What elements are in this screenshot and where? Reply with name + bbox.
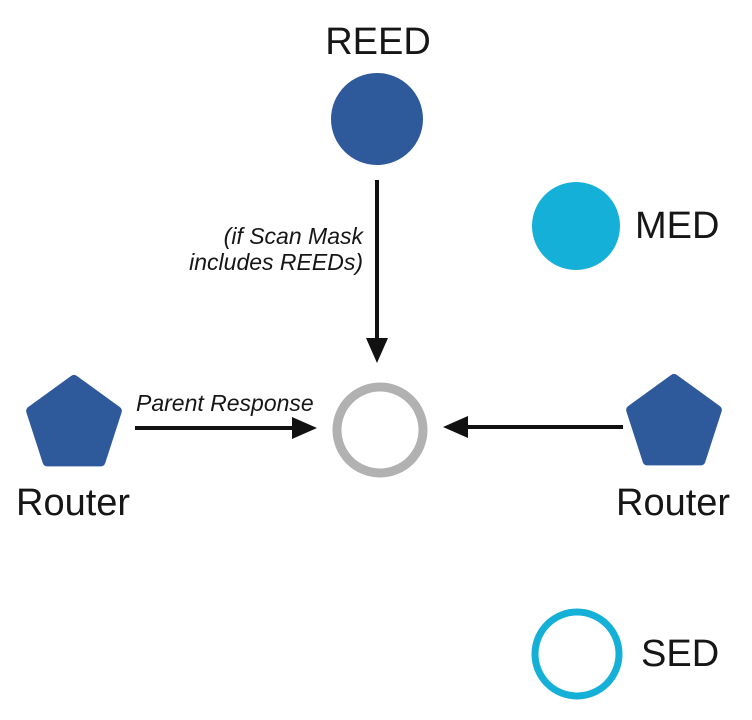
router-right-arrowhead: [443, 416, 468, 438]
router-right-pentagon: [626, 374, 722, 466]
router-left-node-label: Router: [16, 482, 131, 524]
router-left-arrowhead: [292, 417, 317, 439]
reed-node-label: REED: [325, 21, 431, 63]
router-right-to-joiner-arrow: [443, 416, 623, 438]
joiner-node-circle: [332, 382, 428, 478]
router-left-pentagon: [26, 375, 122, 467]
reed-node-circle: [331, 73, 423, 165]
router-right-node-label: Router: [616, 482, 731, 524]
reed-to-joiner-arrow: [366, 180, 388, 363]
parent-response-annotation: Parent Response: [136, 390, 314, 416]
sed-node-circle: [531, 608, 623, 700]
med-node-circle: [532, 182, 620, 270]
med-node-label: MED: [635, 205, 720, 247]
scan-mask-annotation: (if Scan Mask includes REEDs): [189, 223, 363, 275]
sed-node-label: SED: [641, 633, 720, 675]
reed-to-joiner-arrowhead: [366, 338, 388, 363]
router-left-to-joiner-arrow: [135, 417, 317, 439]
